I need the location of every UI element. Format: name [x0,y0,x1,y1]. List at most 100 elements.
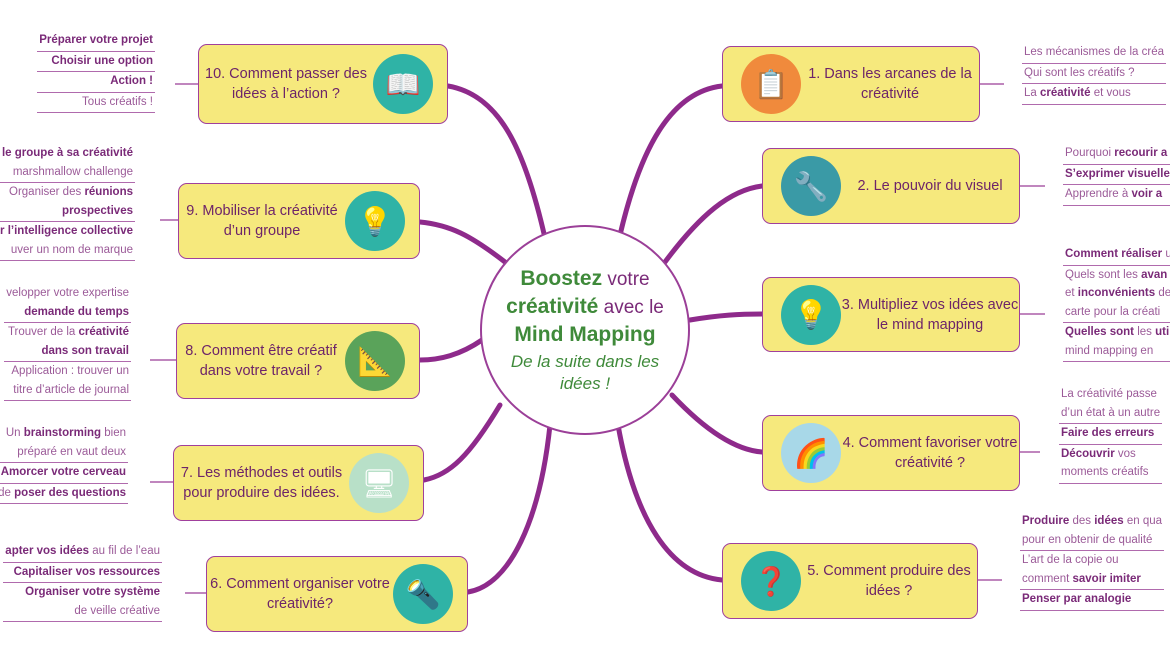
leaf-item[interactable]: S’exprimer visuellem [1063,165,1170,185]
leaf-text: bien [101,427,126,439]
node-9[interactable]: 9. Mobiliser la créativité d’un groupe💡 [178,183,420,259]
leaf-text: et vous [1090,87,1131,99]
title-votre: votre [602,269,650,290]
leaf-text-bold: avan [1141,268,1168,281]
branch-line-1 [617,83,725,238]
leaf-text: L’art de la copie ou [1022,554,1119,566]
leaf-line: le groupe à sa créativité [0,144,133,163]
leaf-item[interactable]: Choisir une option [37,52,155,72]
leaf-line: Amorcer votre cerveau [0,463,126,482]
leaf-line: Trouver de la créativité [6,323,129,342]
leaf-item[interactable]: Comment réaliser u [1063,245,1170,266]
leaf-text-bold: savoir imiter [1072,572,1141,585]
leaf-text: Apprendre à [1065,188,1132,200]
leaf-text: en qua [1123,515,1163,527]
leaf-line: Application : trouver un [6,362,129,381]
node-6[interactable]: 6. Comment organiser votre créativité?🔦 [206,556,468,632]
compass-ruler-icon: 📐 [345,331,405,391]
leaf-text-bold: Préparer votre projet [39,34,153,46]
leaf-item[interactable]: Amorcer votre cerveau [0,463,128,484]
leaf-text-bold: brainstorming [23,427,102,439]
node-3[interactable]: 💡3. Multipliez vos idées avec le mind ma… [762,277,1020,352]
leaf-item[interactable]: Tous créatifs ! [37,93,155,113]
node-5[interactable]: ❓5. Comment produire des idées ? [722,543,978,619]
leaf-text-bold: apter vos idées [5,545,90,557]
leaf-text-bold: Faire des erreurs [1061,427,1155,439]
leaf-text-bold: dans son travail [41,344,129,357]
leaf-item[interactable]: Capitaliser vos ressources [3,563,162,583]
leaf-item[interactable]: le groupe à sa créativité marshmallow cha… [0,144,135,183]
leaf-text-bold: créativité [1040,87,1091,99]
leaf-item[interactable]: Pourquoi recourir a [1063,144,1170,165]
leaf-text: titre d’article de journal [13,383,129,396]
leaf-line: uver un nom de marque [0,241,133,260]
node-7[interactable]: 7. Les méthodes et outils pour produire … [173,445,424,521]
leaf-line: Penser par analogie [1022,590,1162,609]
node-2[interactable]: 🔧2. Le pouvoir du visuel [762,148,1020,224]
node-10[interactable]: 10. Comment passer des idées à l’action … [198,44,448,124]
node-label: 2. Le pouvoir du visuel [857,178,1003,194]
leaf-text: moments créatifs [1061,466,1149,478]
leaf-text: d’un état à un autre [1061,406,1161,419]
leaf-item[interactable]: Les mécanismes de la créa [1022,43,1166,64]
leaf-item[interactable]: de poser des questions [0,484,128,504]
leaf-text-bold: le groupe à sa créativité [1,147,133,159]
leaf-text: préparé en vaut deux [17,445,126,458]
leaf-text: uver un nom de marque [10,243,133,256]
leaf-line: Choisir une option [39,52,153,71]
node-label: 6. Comment organiser votre créativité? [210,576,390,612]
title-avec-le: avec le [598,297,664,318]
leaf-line: Organiser des réunions [0,183,133,202]
central-topic[interactable]: Boostez votre créativité avec le Mind Ma… [480,225,690,435]
leaf-text: La [1024,87,1040,99]
leaf-item[interactable]: Préparer votre projet [37,31,155,52]
node-label: 1. Dans les arcanes de la créativité [808,66,972,102]
node-1[interactable]: 📋1. Dans les arcanes de la créativité [722,46,980,122]
leaf-text-bold: prospectives [62,204,133,217]
leaf-line: Quelles sont les uti [1065,323,1170,342]
leaf-text: et [1065,287,1078,299]
leaf-item[interactable]: Qui sont les créatifs ? [1022,64,1166,84]
leaf-text: velopper votre expertise [6,287,129,299]
leaf-text: Organiser des [9,186,85,198]
leaf-text: pour en obtenir de qualité [1022,533,1153,546]
leaf-line: velopper votre expertise [6,284,129,303]
leaf-line: de poser des questions [0,484,126,503]
node-4[interactable]: 🌈4. Comment favoriser votre créativité ? [762,415,1020,491]
leaf-text: des [1069,515,1095,527]
leaf-item[interactable]: Penser par analogie [1020,590,1165,611]
leaf-item[interactable]: Organiser des réunions prospectives [0,183,135,222]
leaf-line: carte pour la créati [1065,303,1170,322]
lamp-icon: 🔦 [393,564,453,624]
leaf-item[interactable]: La créativité et vous [1022,84,1166,105]
leaf-line: marshmallow challenge [0,163,133,182]
leaf-item[interactable]: Trouver de la créativité dans son travail [4,323,131,362]
leaf-item[interactable]: Apprendre à voir a [1063,185,1170,206]
leaf-item[interactable]: apter vos idées au fil de l’eau [3,542,162,563]
leaf-line: Préparer votre projet [39,31,153,50]
leaf-line: Les mécanismes de la créa [1024,43,1164,62]
leaf-text: Tous créatifs ! [82,95,153,108]
leaf-text: Qui sont les créatifs ? [1024,66,1135,79]
title-creativite: créativité [506,295,599,318]
leaf-item[interactable]: Action ! [37,72,155,93]
leaf-item[interactable]: Faire des erreurs [1059,424,1163,445]
leaf-text-bold: recourir a [1114,147,1168,159]
branch-line-10 [445,83,548,241]
leaf-item[interactable]: Application : trouver un titre d’article … [4,362,131,401]
node-8[interactable]: 8. Comment être créatif dans votre trava… [176,323,420,399]
